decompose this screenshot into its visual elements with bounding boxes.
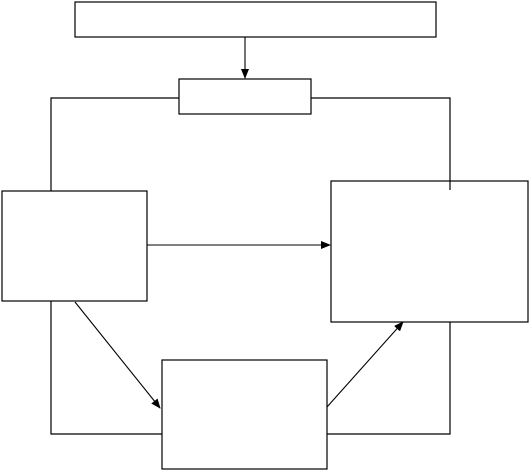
top-box <box>74 1 437 38</box>
left-box <box>1 190 148 302</box>
arrow-bottom-to-right <box>326 321 404 408</box>
right-box <box>330 180 529 323</box>
bottom-box <box>161 359 328 470</box>
loop-line-upper-right <box>311 97 451 190</box>
loop-line-lower-left <box>50 301 162 435</box>
loop-line-lower-right <box>327 322 451 435</box>
loop-line-upper-left <box>50 97 179 191</box>
arrow-left-to-bottom <box>74 301 161 409</box>
upper-box <box>178 78 312 115</box>
